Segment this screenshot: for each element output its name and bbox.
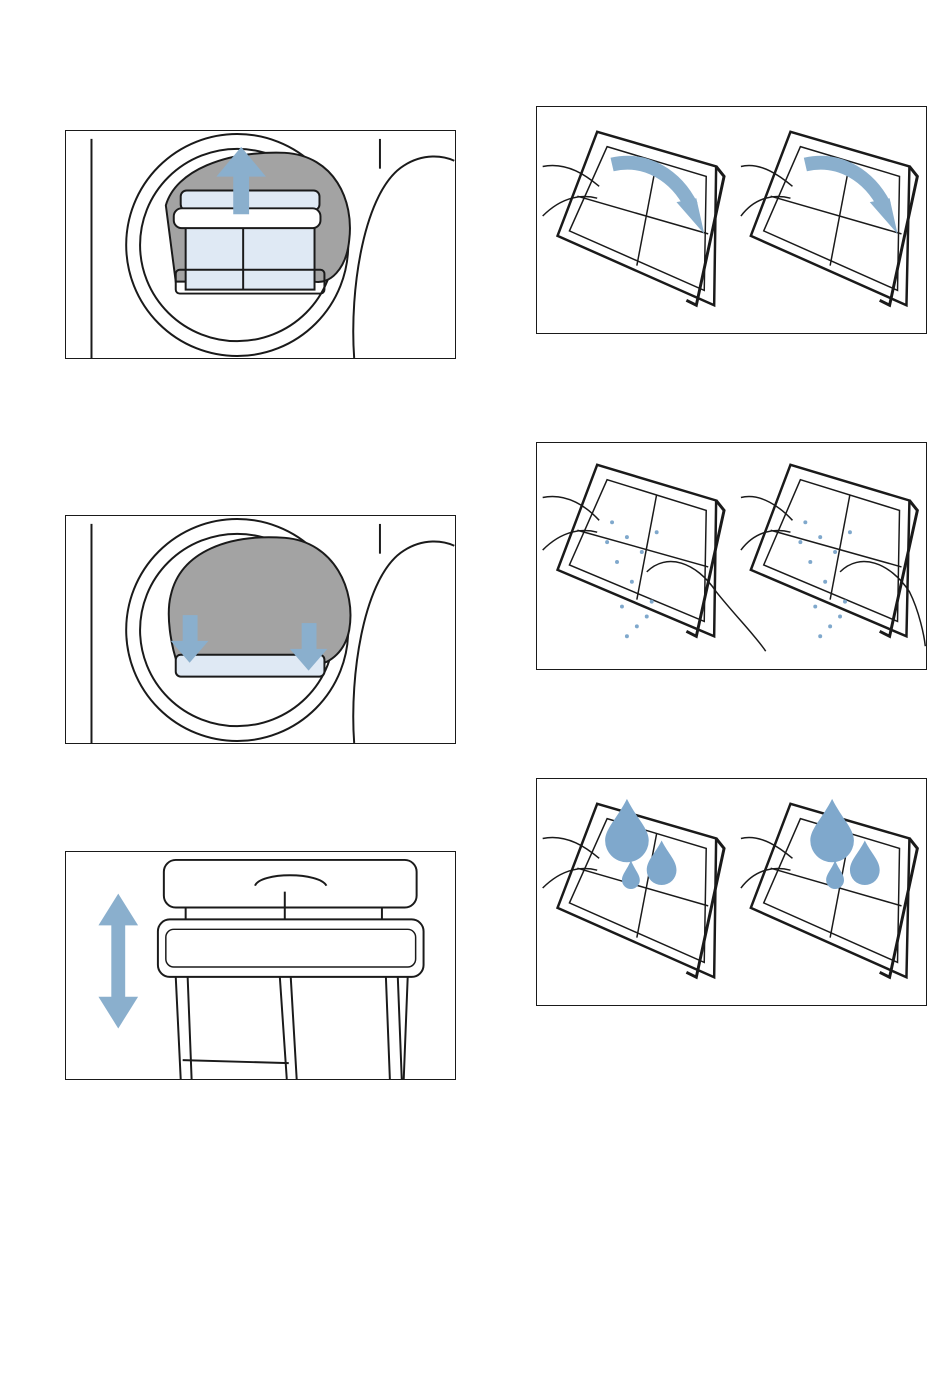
filter-right: [741, 465, 925, 646]
illustration-separate-filter-parts: [65, 851, 456, 1080]
filter-right: [741, 799, 917, 977]
filter-left: [543, 465, 766, 651]
filter-left: [543, 132, 724, 305]
remove-fluff-by-hand-drawing: [537, 443, 926, 669]
illustration-remove-filter: [65, 130, 456, 359]
filter-right: [741, 132, 917, 305]
illustration-open-fine-filter: [536, 106, 927, 334]
rinse-under-water-drawing: [537, 779, 926, 1005]
arrow-up-down-icon: [98, 894, 138, 1029]
separate-filter-parts-drawing: [66, 852, 455, 1079]
illustration-clean-fluff-area: [65, 515, 456, 744]
open-fine-filter-drawing: [537, 107, 926, 333]
clean-fluff-area-drawing: [66, 516, 455, 743]
illustration-rinse-under-water: [536, 778, 927, 1006]
filter-left: [543, 799, 724, 977]
illustration-remove-fluff-by-hand: [536, 442, 927, 670]
remove-filter-drawing: [66, 131, 455, 358]
water-drop-icon: [810, 799, 854, 862]
